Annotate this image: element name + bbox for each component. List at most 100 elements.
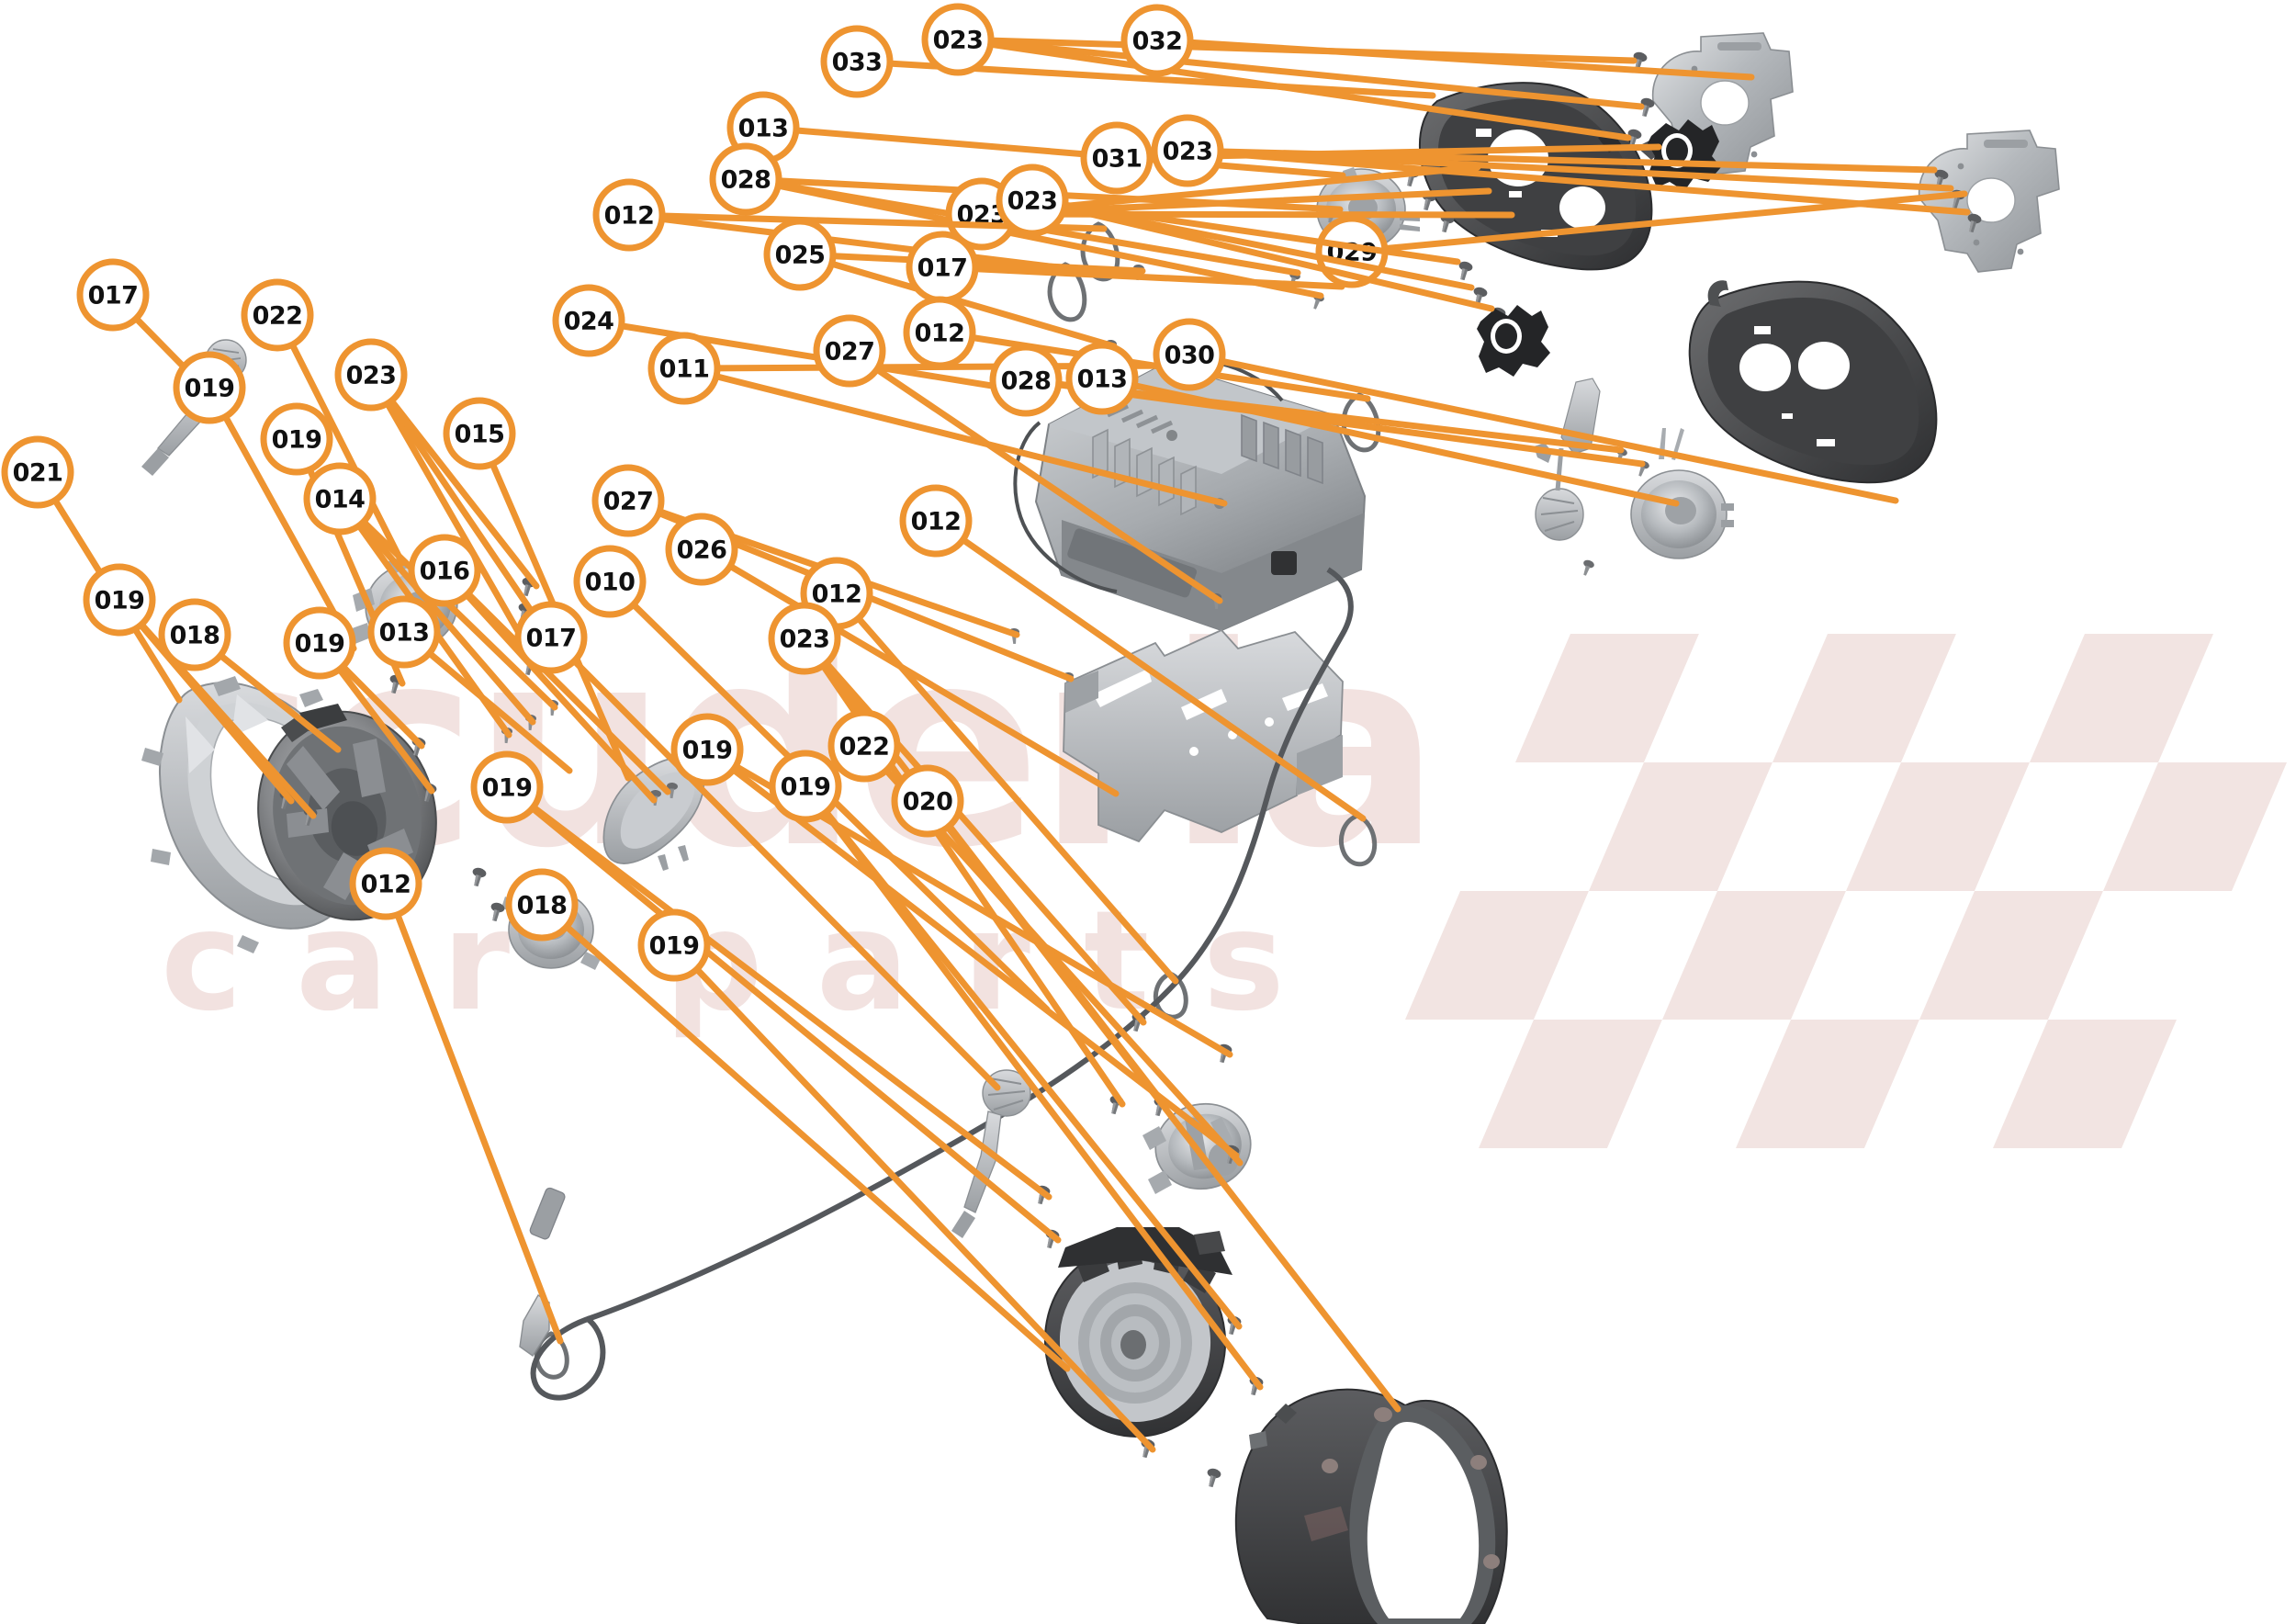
callout-number: 031	[1092, 145, 1142, 174]
callout-bubble[interactable]	[827, 709, 901, 783]
callout-bubble[interactable]	[1080, 121, 1154, 195]
callout-012-c012d[interactable]: 012	[899, 484, 1367, 822]
callout-019-c019b[interactable]: 019	[260, 402, 406, 687]
callout-bubble[interactable]	[470, 750, 544, 824]
part-031-speaker-retainer-clip-left	[1648, 119, 1721, 191]
callout-bubble[interactable]	[443, 397, 516, 470]
callout-bubble[interactable]	[763, 218, 837, 291]
callout-bubble[interactable]	[1120, 4, 1194, 77]
callout-bubble[interactable]	[514, 601, 588, 674]
callout-016-c016[interactable]: 016	[408, 534, 671, 804]
callout-027-c027a[interactable]: 027	[813, 314, 1223, 604]
callout-bubble[interactable]	[83, 563, 156, 637]
callout-019-c019g[interactable]: 019	[769, 750, 1264, 1391]
leader-line	[1007, 164, 1481, 215]
callout-number: 022	[839, 733, 890, 761]
callout-030-c030[interactable]: 030	[1153, 318, 1899, 504]
callout-bubble[interactable]	[334, 338, 408, 412]
callout-020-c020[interactable]: 020	[891, 764, 1401, 1413]
callout-bubble[interactable]	[552, 284, 625, 357]
callout-number: 013	[738, 115, 789, 143]
callout-bubble[interactable]	[303, 462, 377, 536]
leader-line	[852, 612, 1179, 985]
callout-bubble[interactable]	[989, 344, 1063, 417]
callout-bubble[interactable]	[891, 764, 964, 838]
callout-bubble[interactable]	[670, 713, 744, 786]
callout-bubble[interactable]	[769, 750, 842, 823]
callout-number: 012	[915, 320, 965, 348]
callout-bubble[interactable]	[921, 3, 995, 76]
leader-line	[527, 801, 1052, 1201]
callout-019-c019c[interactable]: 019	[83, 563, 317, 819]
callout-019-c019h[interactable]: 019	[637, 908, 1156, 1453]
leader-line	[1213, 149, 1954, 192]
leader-line	[956, 534, 1367, 822]
callout-bubble[interactable]	[408, 534, 481, 607]
callout-number: 019	[649, 932, 700, 961]
callout-019-c019d[interactable]: 019	[283, 606, 435, 795]
callout-025-c025[interactable]: 025	[763, 218, 1146, 350]
callout-number: 019	[272, 426, 322, 455]
leader-line	[871, 364, 1223, 604]
callout-bubble[interactable]	[173, 351, 246, 424]
callout-bubble[interactable]	[899, 484, 973, 558]
callout-number: 022	[253, 302, 303, 331]
callout-number: 017	[917, 254, 968, 283]
callout-018-c018a[interactable]: 018	[158, 598, 342, 753]
callout-017-c017c[interactable]: 017	[514, 601, 1001, 1091]
callout-bubble[interactable]	[820, 25, 894, 98]
callout-bubble[interactable]	[158, 598, 231, 671]
part-026-amplifier-support-bracket	[1063, 628, 1344, 843]
callout-bubble[interactable]	[1, 435, 74, 509]
callout-bubble[interactable]	[996, 164, 1069, 237]
callout-bubble[interactable]	[592, 178, 666, 252]
callout-023-c023a[interactable]: 023	[921, 3, 1645, 141]
callout-number: 019	[781, 773, 831, 802]
callout-number: 013	[1077, 366, 1128, 394]
callout-bubble[interactable]	[573, 545, 647, 618]
callout-032-c032[interactable]: 032	[1120, 4, 1755, 81]
part-018-woofer-speaker-bottom	[1043, 1227, 1232, 1438]
leader-line	[1378, 190, 1968, 253]
callout-number: 024	[564, 308, 614, 336]
callout-bubble[interactable]	[1065, 342, 1139, 415]
callout-bubble[interactable]	[768, 602, 841, 675]
leader-line	[386, 394, 540, 590]
callout-bubble[interactable]	[709, 142, 782, 216]
callout-010-c010[interactable]: 010	[573, 545, 1051, 1013]
callout-bubble[interactable]	[591, 464, 665, 537]
callout-bubble[interactable]	[1153, 318, 1226, 391]
callout-013-c013c[interactable]: 013	[367, 595, 573, 774]
callout-023-c023e[interactable]: 023	[334, 338, 541, 669]
callout-bubble[interactable]	[813, 314, 886, 388]
callout-bubble[interactable]	[665, 513, 738, 586]
callout-bubble[interactable]	[283, 606, 356, 680]
callout-number: 015	[455, 421, 505, 449]
callout-023-c023d[interactable]: 023	[996, 164, 1495, 312]
callout-bubble[interactable]	[76, 258, 150, 332]
callout-013-c013a[interactable]: 013	[726, 91, 1346, 179]
callout-bubble[interactable]	[647, 332, 721, 405]
callout-019-c019f[interactable]: 019	[470, 750, 1062, 1244]
callout-bubble[interactable]	[241, 278, 314, 352]
callout-number: 012	[604, 202, 655, 231]
callout-number: 027	[603, 488, 654, 516]
callout-026-c026[interactable]: 026	[665, 513, 1120, 797]
callout-bubble[interactable]	[349, 847, 422, 920]
callout-028-c028b[interactable]: 028	[989, 344, 1646, 468]
callout-bubble[interactable]	[1151, 114, 1224, 187]
callout-021-c021[interactable]: 021	[1, 435, 183, 704]
callout-022-c022a[interactable]: 022	[241, 278, 406, 567]
callout-018-c018b[interactable]: 018	[505, 868, 1071, 1372]
callout-bubble[interactable]	[637, 908, 711, 982]
callout-013-c013b[interactable]: 013	[1065, 342, 1680, 507]
callout-012-c012e[interactable]: 012	[349, 847, 564, 1345]
leader-line	[1213, 148, 1938, 174]
leader-line	[560, 920, 1071, 1372]
callout-bubble[interactable]	[260, 402, 333, 476]
leader-line	[1058, 201, 1461, 265]
callout-bubble[interactable]	[367, 595, 441, 669]
callout-bubble[interactable]	[505, 868, 579, 942]
